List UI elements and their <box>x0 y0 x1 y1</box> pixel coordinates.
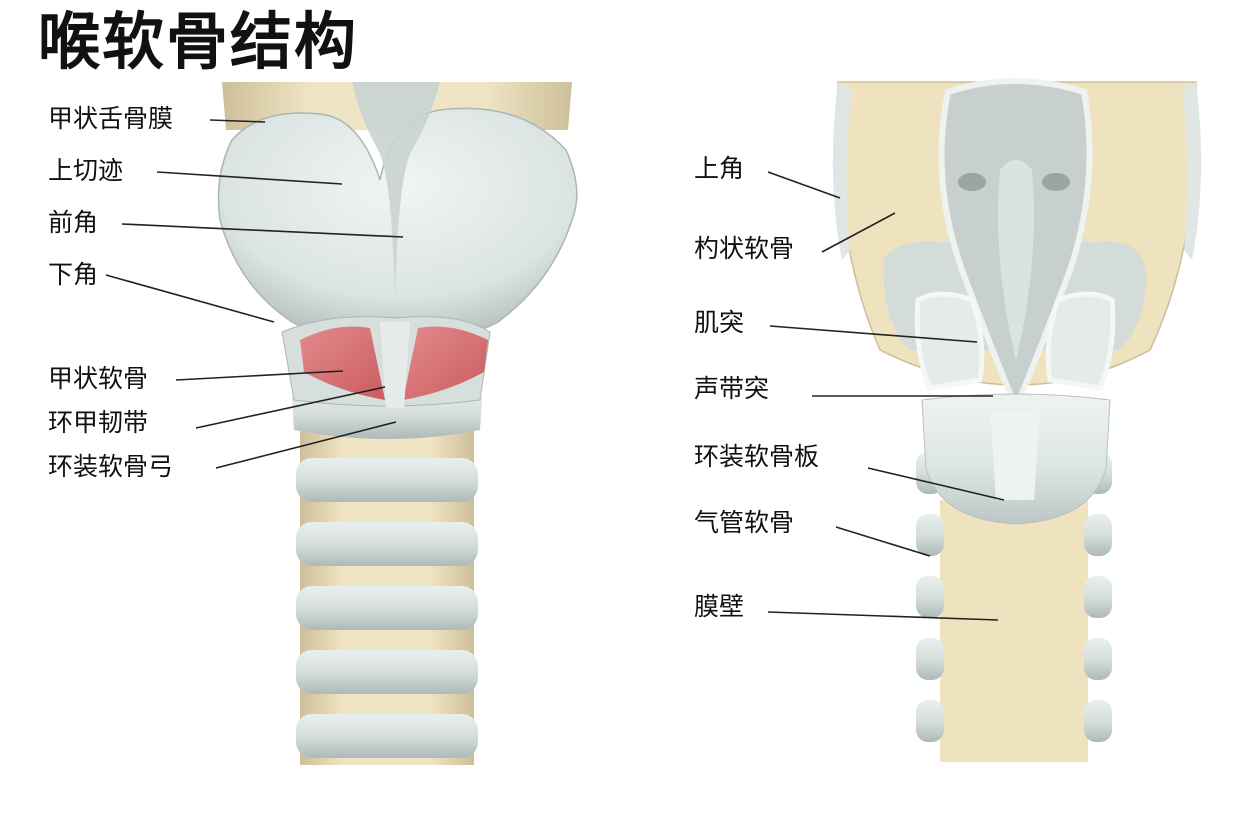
back-arytenoid-left <box>914 291 985 391</box>
label-anterior-horn: 前角 <box>48 208 99 237</box>
front-epiglottis <box>352 82 440 300</box>
leader-superior-notch <box>156 171 343 185</box>
label-superior-horn: 上角 <box>694 154 745 183</box>
back-view <box>832 78 1202 762</box>
label-inferior-horn: 下角 <box>48 260 99 289</box>
label-membranous-wall: 膜壁 <box>694 592 745 621</box>
back-membranous-wall <box>940 500 1088 762</box>
leader-tracheal-cartilage <box>835 526 931 557</box>
leader-arytenoid-cartilage <box>821 212 896 253</box>
label-cricothyroid-ligament: 环甲韧带 <box>48 408 149 437</box>
label-vocal-process: 声带突 <box>694 374 770 403</box>
label-superior-notch: 上切迹 <box>48 156 124 185</box>
label-tracheal-cartilage: 气管软骨 <box>694 508 795 537</box>
leader-cricoid-arch <box>215 421 397 469</box>
front-tracheal-rings <box>296 458 478 758</box>
leader-superior-horn <box>767 171 841 199</box>
page-title: 喉软骨结构 <box>38 5 359 78</box>
front-cricothyroid-muscle-left <box>300 326 385 400</box>
leader-cricoid-lamina <box>867 467 1005 501</box>
front-cricothyroid-ligament <box>380 322 410 408</box>
label-cricoid-arch: 环装软骨弓 <box>48 452 174 481</box>
back-tracheal-rings <box>916 452 1112 742</box>
leader-thyroid-cartilage <box>175 370 344 381</box>
label-arytenoid-cartilage: 杓状软骨 <box>694 234 795 263</box>
leader-membranous-wall <box>767 611 999 621</box>
leader-anterior-horn <box>121 223 404 238</box>
front-view <box>217 82 578 765</box>
leader-muscular-process <box>769 325 978 343</box>
back-arytenoid-right <box>1045 291 1116 391</box>
front-cricothyroid-muscle-right <box>403 326 488 400</box>
leader-lines <box>105 119 1005 621</box>
label-thyroid-cartilage: 甲状软骨 <box>48 364 149 393</box>
label-muscular-process: 肌突 <box>694 308 745 337</box>
leader-thyrohyoid-membrane <box>209 119 266 123</box>
label-thyrohyoid-membrane: 甲状舌骨膜 <box>48 104 174 133</box>
leader-cricothyroid-ligament <box>195 386 386 429</box>
leader-inferior-horn <box>105 274 275 323</box>
label-cricoid-lamina: 环装软骨板 <box>694 442 820 471</box>
